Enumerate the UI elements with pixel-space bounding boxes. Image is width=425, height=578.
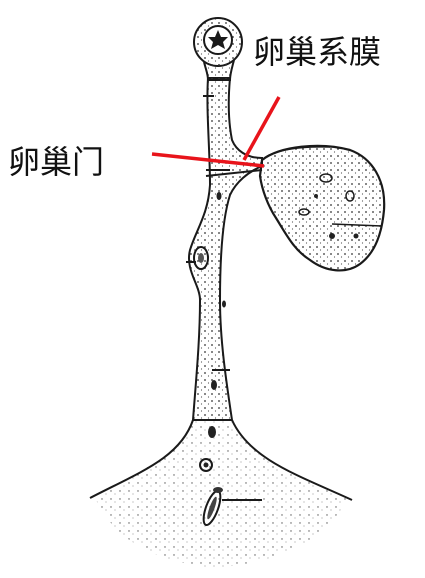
ovary <box>260 146 384 270</box>
mesovarium-label: 卵巢系膜 <box>253 36 381 68</box>
mesovarium-leader-line <box>244 97 279 160</box>
oviduct-cross-section <box>194 18 242 80</box>
ovarian-hilum-label: 卵巢门 <box>8 146 104 178</box>
